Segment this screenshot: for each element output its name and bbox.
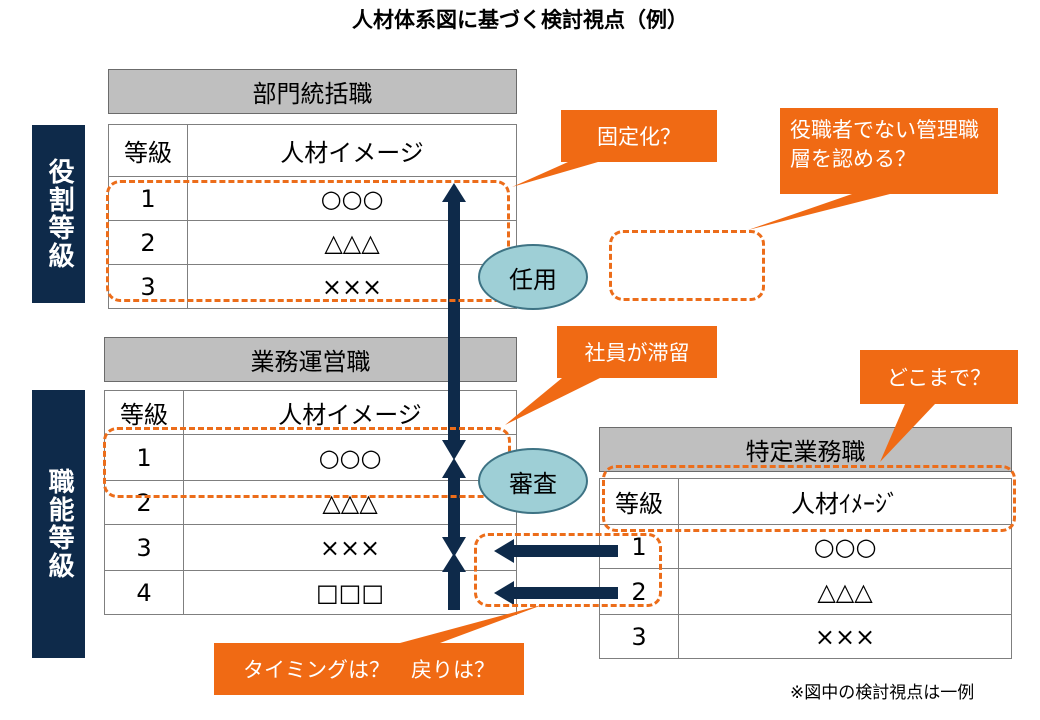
image-cell: △△△: [183, 480, 517, 525]
dept-manager-header: 部門統括職: [108, 69, 517, 114]
dashed-highlight-empty: [609, 230, 765, 301]
transfer-arrow-1: [494, 539, 618, 563]
sidebar-role-grade-label: 役割等級: [44, 158, 75, 270]
callout-tail-fixed: [512, 162, 598, 187]
review-label: 審査: [509, 469, 557, 498]
callout-timing: タイミングは？ 戻りは？: [214, 643, 524, 695]
dashed-highlight-operations-1: [103, 427, 511, 498]
grade-cell: 1: [104, 434, 184, 481]
diagram-title: 人材体系図に基づく検討視点（例）: [352, 8, 688, 32]
callout-stagnation: 社員が滞留: [557, 326, 717, 378]
review-arrow: [442, 458, 466, 557]
specialist-table: 等級 人材ｲﾒｰｼﾞ 1 ○○○ 2 △△△ 3 ×××: [599, 478, 1012, 659]
sidebar-function-grade: 職能等級: [32, 390, 85, 658]
callout-tail-how-far: [880, 404, 935, 462]
callout-tail-non-manager: [748, 194, 890, 230]
callout-tail-stagnation: [505, 378, 600, 425]
grade-cell: 2: [108, 220, 188, 265]
transfer-arrow-2: [494, 581, 618, 605]
image-cell: △△△: [678, 568, 1012, 615]
dashed-highlight-transfer: [474, 533, 662, 607]
grade-cell: 3: [599, 614, 679, 659]
grade-cell: 4: [104, 570, 184, 615]
callout-how-far-text: どこまで？: [886, 366, 992, 390]
callout-fixed-text: 固定化？: [597, 125, 681, 149]
specialist-header: 特定業務職: [599, 427, 1012, 472]
table-row: 3 ×××: [599, 614, 1012, 659]
footnote: ※図中の検討視点は一例: [790, 683, 975, 703]
image-cell: ×××: [678, 614, 1012, 659]
appointment-arrow: [442, 183, 466, 460]
callout-fixed: 固定化？: [561, 110, 717, 162]
table-row: 等級 人材イメージ: [104, 390, 517, 435]
sidebar-function-grade-label: 職能等級: [44, 468, 75, 580]
dashed-highlight-specialist-header: [602, 465, 1016, 532]
col-header-image: 人材イメージ: [183, 390, 517, 435]
sidebar-role-grade: 役割等級: [32, 125, 85, 303]
appointment-label: 任用: [509, 265, 557, 294]
table-row: 4 □□□: [104, 570, 517, 615]
callout-timing-text: タイミングは？ 戻りは？: [243, 658, 495, 682]
callout-non-manager: 役職者でない管理職層を認める？: [780, 108, 998, 194]
review-ellipse: 審査: [478, 448, 588, 514]
callout-stagnation-text: 社員が滞留: [584, 341, 690, 365]
lower-arrow: [442, 553, 466, 610]
callout-non-manager-text: 役職者でない管理職層を認める？: [790, 118, 979, 172]
appointment-ellipse: 任用: [478, 244, 588, 310]
dashed-highlight-role-grades: [106, 180, 510, 302]
callout-tail-timing: [400, 604, 545, 643]
callout-how-far: どこまで？: [860, 350, 1018, 404]
col-header-image: 人材ｲﾒｰｼﾞ: [678, 478, 1012, 525]
table-row: 等級 人材ｲﾒｰｼﾞ: [599, 478, 1012, 525]
image-cell: □□□: [183, 570, 517, 615]
